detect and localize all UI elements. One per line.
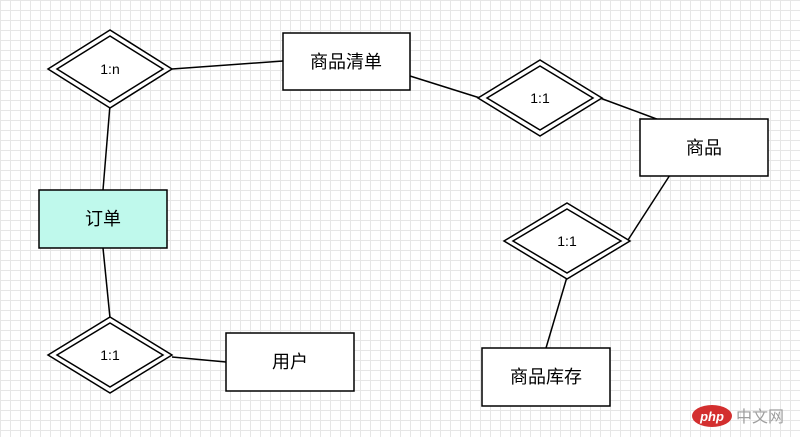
entity-label: 商品	[686, 138, 722, 158]
entity-order[interactable]: 订单	[38, 189, 168, 249]
entity-box	[38, 189, 168, 249]
connector-rel1-to-order	[102, 104, 111, 191]
connector-rel4-to-user	[171, 356, 227, 363]
entity-user[interactable]: 用户	[225, 332, 355, 392]
connector-order-to-rel4	[102, 247, 111, 319]
relationship-label: 1:1	[100, 347, 120, 363]
relationship-diamond-inner	[55, 35, 165, 103]
relationship-label: 1:n	[100, 61, 119, 77]
entity-label: 商品清单	[310, 52, 382, 72]
relationship-diamond-inner	[511, 208, 623, 274]
connector-order-list-to-rel2	[409, 75, 481, 99]
relationship-label: 1:1	[557, 233, 577, 249]
relationship-label: 1:1	[530, 90, 550, 106]
entity-product[interactable]: 商品	[639, 118, 769, 177]
entity-label: 订单	[85, 209, 121, 229]
entity-label: 商品库存	[510, 367, 582, 387]
entity-label: 用户	[272, 352, 308, 372]
entity-inventory[interactable]: 商品库存	[481, 347, 611, 407]
entity-box	[225, 332, 355, 392]
relationship-order-user[interactable]: 1:1	[46, 316, 174, 394]
php-logo-text: php	[699, 409, 724, 424]
entity-box	[639, 118, 769, 177]
php-logo-icon	[692, 405, 732, 427]
relationship-diamond-inner	[55, 322, 165, 388]
entity-box	[481, 347, 611, 407]
connector-rel3-to-inventory	[545, 276, 568, 349]
watermark-text: 中文网	[736, 408, 784, 426]
entity-box	[282, 32, 411, 91]
relationship-orderlist-product[interactable]: 1:1	[476, 59, 604, 137]
connector-rel1-to-order-list	[171, 60, 284, 70]
connector-product-to-rel3	[627, 174, 671, 241]
entity-order-list[interactable]: 商品清单	[282, 32, 411, 91]
watermark: php 中文网	[692, 405, 784, 427]
relationship-order-orderlist[interactable]: 1:n	[46, 29, 174, 109]
relationship-product-inventory[interactable]: 1:1	[502, 202, 632, 280]
connectors	[102, 60, 671, 363]
relationship-diamond-inner	[485, 65, 595, 131]
connector-rel2-to-product	[599, 97, 663, 122]
